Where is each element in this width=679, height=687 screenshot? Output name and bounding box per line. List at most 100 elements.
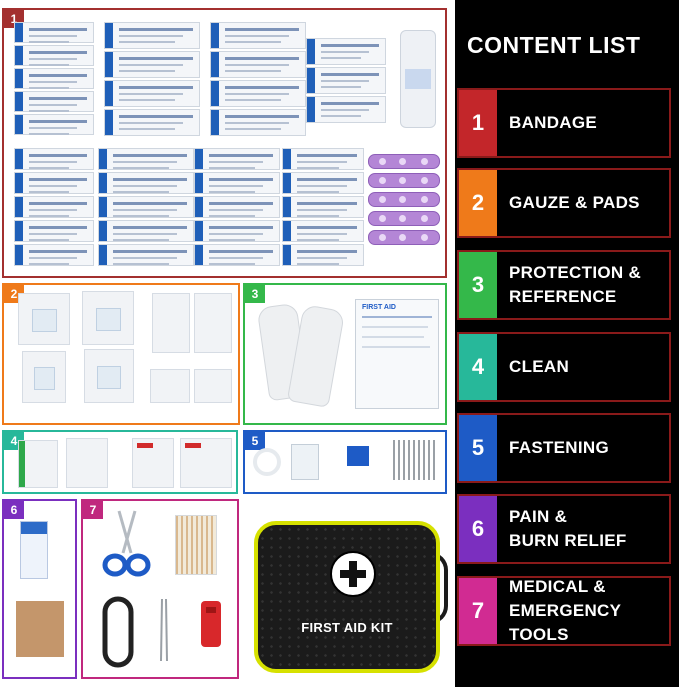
adhesive-bandage-packet bbox=[104, 109, 200, 136]
kit-label: FIRST AID KIT bbox=[301, 620, 393, 635]
item-number: 1 bbox=[459, 90, 497, 156]
adhesive-bandage-packet bbox=[210, 80, 306, 107]
whistle-icon bbox=[201, 601, 221, 647]
medical-tape bbox=[253, 448, 281, 476]
panel-tag: 5 bbox=[245, 432, 265, 450]
adhesive-bandage-packet bbox=[98, 220, 194, 242]
adhesive-bandage-packet bbox=[282, 196, 364, 218]
panel-gauze: 2 bbox=[2, 283, 240, 425]
panel-protection: 3 FIRST AID bbox=[243, 283, 447, 425]
item-number: 4 bbox=[459, 334, 497, 400]
content-list-item: 3 PROTECTION & REFERENCE bbox=[457, 250, 671, 320]
adhesive-bandage-packet bbox=[104, 51, 200, 78]
panel-bandage: 1 bbox=[2, 8, 447, 278]
burn-pad bbox=[150, 369, 190, 403]
kids-bandage bbox=[368, 211, 440, 226]
panel-tag: 3 bbox=[245, 285, 265, 303]
antiseptic-wipe bbox=[132, 438, 174, 488]
adhesive-bandage-packet bbox=[194, 196, 280, 218]
adhesive-bandage-packet bbox=[194, 148, 280, 170]
content-list-panel: CONTENT LIST 1 BANDAGE 2 GAUZE & PADS 3 PROTE… bbox=[455, 0, 679, 687]
adhesive-bandage-packet bbox=[194, 220, 280, 242]
content-list-item: 1 BANDAGE bbox=[457, 88, 671, 158]
item-label: MEDICAL & EMERGENCY TOOLS bbox=[509, 577, 621, 644]
adhesive-bandage-packet bbox=[14, 91, 94, 112]
adhesive-bandage-packet bbox=[98, 148, 194, 170]
adhesive-bandage-packet bbox=[98, 244, 194, 266]
adhesive-bandage-packet bbox=[210, 22, 306, 49]
panel-fastening: 5 bbox=[243, 430, 447, 494]
content-list-item: 6 PAIN & BURN RELIEF bbox=[457, 494, 671, 564]
non-stick-pad bbox=[194, 293, 232, 353]
adhesive-bandage-packet bbox=[210, 109, 306, 136]
adhesive-bandage-packet bbox=[282, 220, 364, 242]
adhesive-bandage-packet bbox=[306, 96, 386, 123]
adhesive-bandage-packet bbox=[194, 244, 280, 266]
adhesive-bandage-packet bbox=[104, 80, 200, 107]
kids-bandage bbox=[368, 192, 440, 207]
adhesive-bandage-packet bbox=[306, 67, 386, 94]
adhesive-bandage-packet bbox=[194, 172, 280, 194]
panel-tag: 6 bbox=[4, 501, 24, 519]
item-label: GAUZE & PADS bbox=[509, 193, 640, 212]
elastic-bandage-roll bbox=[400, 30, 436, 128]
adhesive-bandage-packet bbox=[210, 51, 306, 78]
adhesive-bandage-packet bbox=[98, 172, 194, 194]
item-label: FASTENING bbox=[509, 438, 609, 457]
adhesive-bandage-packet bbox=[14, 220, 94, 242]
adhesive-bandage-packet bbox=[14, 196, 94, 218]
panel-tag: 7 bbox=[83, 501, 103, 519]
safety-pins bbox=[393, 440, 437, 480]
alcohol-wipe bbox=[18, 440, 58, 488]
kids-bandage bbox=[368, 173, 440, 188]
burn-gel bbox=[20, 521, 48, 579]
alcohol-wipe bbox=[66, 438, 108, 488]
panel-clean: 4 bbox=[2, 430, 238, 494]
tape-roll bbox=[291, 444, 319, 480]
kids-bandage bbox=[368, 230, 440, 245]
gauze-pad bbox=[84, 349, 134, 403]
antiseptic-wipe bbox=[180, 438, 232, 488]
content-list-title: CONTENT LIST bbox=[467, 32, 641, 58]
adhesive-bandage-packet bbox=[14, 114, 94, 135]
burn-pad bbox=[194, 369, 232, 403]
cotton-swabs bbox=[175, 515, 217, 575]
first-aid-kit-case: FIRST AID KIT bbox=[254, 521, 440, 673]
item-number: 5 bbox=[459, 415, 497, 481]
adhesive-bandage-packet bbox=[14, 22, 94, 43]
item-label: PROTECTION & REFERENCE bbox=[509, 263, 642, 306]
adhesive-bandage-packet bbox=[14, 68, 94, 89]
product-contents-area: 1 2 3 FIRST AID 4 5 bbox=[2, 8, 448, 679]
carabiner-icon bbox=[102, 596, 134, 668]
gauze-pad bbox=[82, 291, 134, 345]
adhesive-bandage-packet bbox=[282, 172, 364, 194]
item-number: 7 bbox=[459, 578, 497, 644]
gauze-pad bbox=[22, 351, 66, 403]
adhesive-bandage-packet bbox=[14, 244, 94, 266]
content-list-item: 2 GAUZE & PADS bbox=[457, 168, 671, 238]
item-number: 2 bbox=[459, 170, 497, 236]
gauze-pad bbox=[18, 293, 70, 345]
cross-icon bbox=[330, 551, 376, 597]
first-aid-guide: FIRST AID bbox=[355, 299, 439, 409]
adhesive-bandage-packet bbox=[98, 196, 194, 218]
item-number: 3 bbox=[459, 252, 497, 318]
content-list-item: 5 FASTENING bbox=[457, 413, 671, 483]
kids-bandage bbox=[368, 154, 440, 169]
adhesive-bandage-packet bbox=[282, 148, 364, 170]
adhesive-bandage-packet bbox=[14, 172, 94, 194]
adhesive-bandage-packet bbox=[14, 45, 94, 66]
guide-title: FIRST AID bbox=[362, 304, 396, 311]
adhesive-bandage-packet bbox=[14, 148, 94, 170]
item-number: 6 bbox=[459, 496, 497, 562]
panel-pain-burn: 6 bbox=[2, 499, 77, 679]
panel-tools: 7 bbox=[81, 499, 239, 679]
adhesive-bandage-packet bbox=[282, 244, 364, 266]
item-label: PAIN & BURN RELIEF bbox=[509, 507, 627, 550]
item-label: BANDAGE bbox=[509, 113, 598, 132]
scissors-icon bbox=[102, 510, 151, 577]
adhesive-bandage-packet bbox=[104, 22, 200, 49]
adhesive-bandage-packet bbox=[306, 38, 386, 65]
